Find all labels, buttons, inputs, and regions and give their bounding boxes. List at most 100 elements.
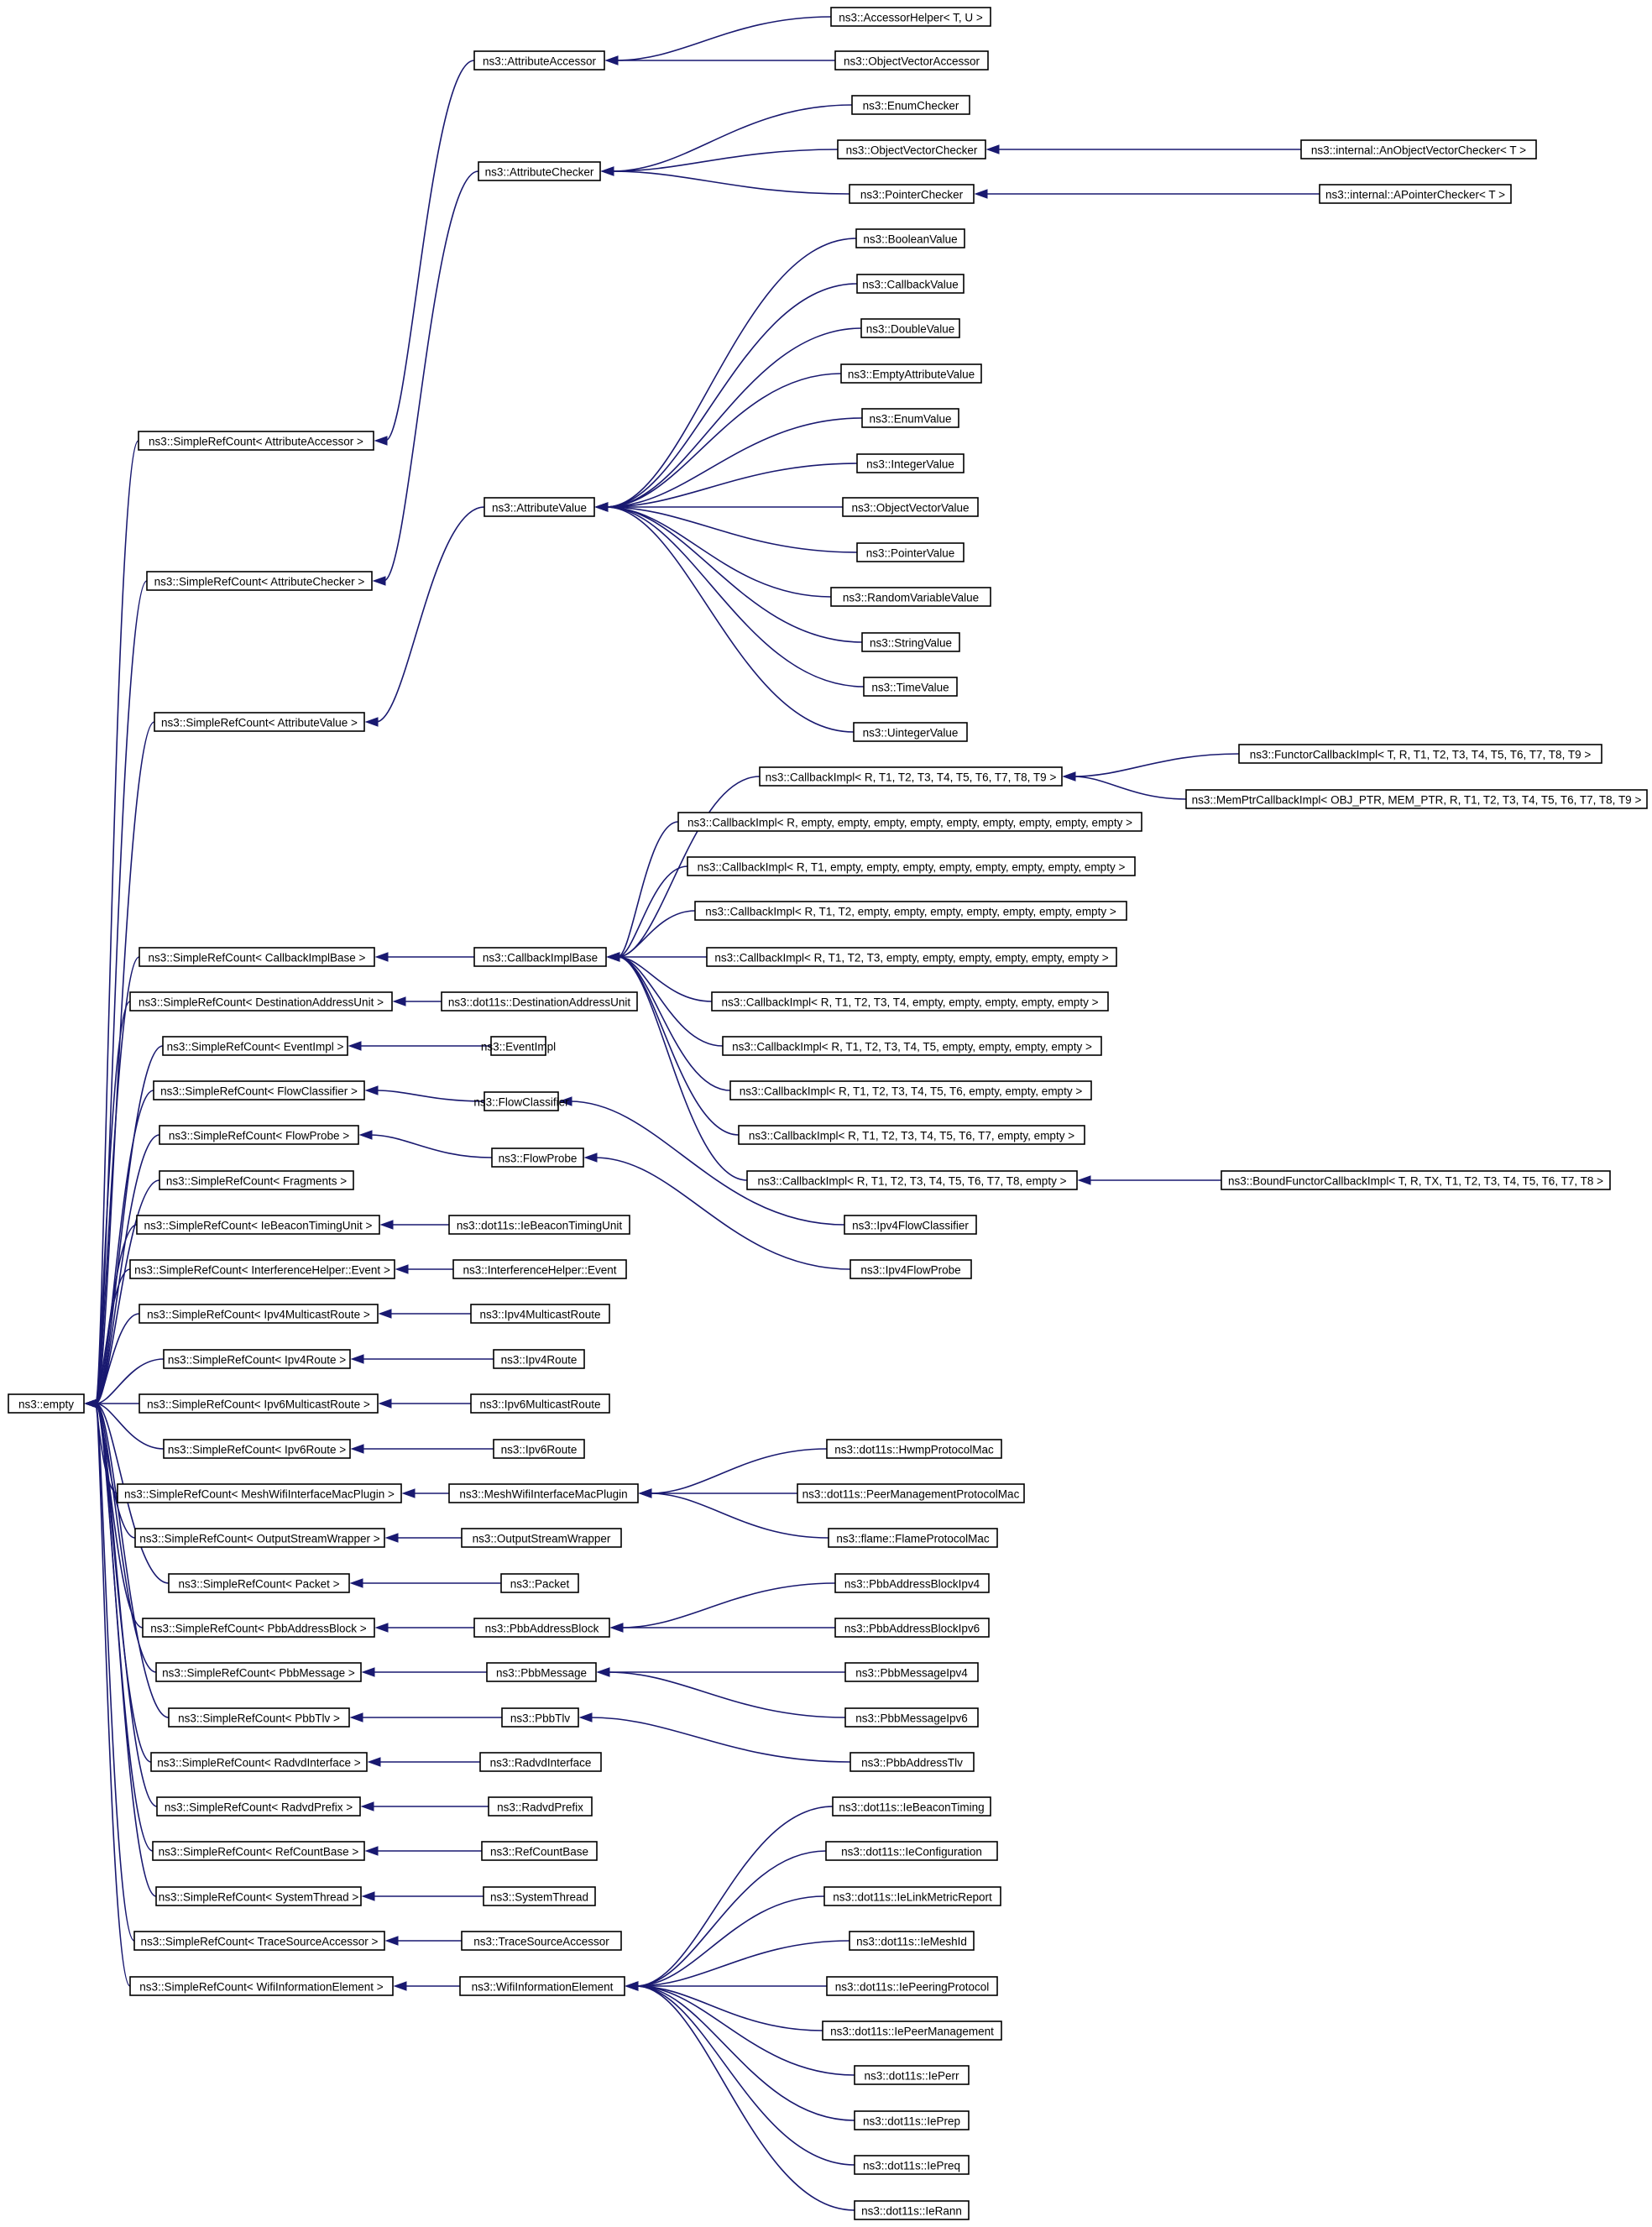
class-node-ns3-meshwifiinterfacemacplugin[interactable]: ns3::MeshWifiInterfaceMacPlugin [448,1483,639,1503]
class-node-ns3-ipv4flowclassifier[interactable]: ns3::Ipv4FlowClassifier [844,1215,977,1235]
class-node-ns3-pointerchecker[interactable]: ns3::PointerChecker [849,184,975,204]
class-node-ns3-objectvectoraccessor[interactable]: ns3::ObjectVectorAccessor [834,50,989,71]
class-node-ns3-pbbmessageipv4[interactable]: ns3::PbbMessageIpv4 [844,1662,979,1682]
class-node-ns3-pbbaddressblockipv4[interactable]: ns3::PbbAddressBlockIpv4 [834,1573,990,1593]
class-node-ns3-callbackimpl-r-t1-t2-t3-empty-empty-empty-empty-empty-empty[interactable]: ns3::CallbackImpl< R, T1, T2, T3, empty,… [706,947,1117,967]
class-node-ns3-radvdprefix[interactable]: ns3::RadvdPrefix [488,1796,593,1817]
class-node-ns3-dot11s-iebeacontiming[interactable]: ns3::dot11s::IeBeaconTiming [832,1796,991,1817]
class-node-ns3-simplerefcount-pbbaddressblock[interactable]: ns3::SimpleRefCount< PbbAddressBlock > [142,1618,375,1638]
class-node-ns3-enumchecker[interactable]: ns3::EnumChecker [851,95,970,115]
class-node-ns3-callbackimpl-r-t1-t2-t3-t4-t5-t6-t7-t8-t9[interactable]: ns3::CallbackImpl< R, T1, T2, T3, T4, T5… [759,766,1063,787]
class-node-ns3-ipv4route[interactable]: ns3::Ipv4Route [493,1349,585,1369]
class-node-ns3-simplerefcount-wifiinformationelement[interactable]: ns3::SimpleRefCount< WifiInformationElem… [129,1976,394,1996]
class-node-ns3-callbackimpl-r-t1-t2-t3-t4-t5-t6-empty-empty-empty[interactable]: ns3::CallbackImpl< R, T1, T2, T3, T4, T5… [729,1080,1092,1100]
class-node-ns3-pbbtlv[interactable]: ns3::PbbTlv [501,1707,579,1728]
class-node-ns3-pbbmessageipv6[interactable]: ns3::PbbMessageIpv6 [844,1707,979,1728]
class-node-ns3-simplerefcount-iebeacontimingunit[interactable]: ns3::SimpleRefCount< IeBeaconTimingUnit … [136,1215,380,1235]
class-node-ns3-dot11s-iepeermanagement[interactable]: ns3::dot11s::IePeerManagement [822,2021,1002,2041]
class-node-ns3-simplerefcount-refcountbase[interactable]: ns3::SimpleRefCount< RefCountBase > [152,1841,365,1861]
class-node-ns3-interferencehelper-event[interactable]: ns3::InterferenceHelper::Event [452,1259,627,1279]
class-node-ns3-empty[interactable]: ns3::empty [8,1393,85,1414]
class-node-ns3-flame-flameprotocolmac[interactable]: ns3::flame::FlameProtocolMac [828,1528,998,1548]
class-node-ns3-simplerefcount-ipv6multicastroute[interactable]: ns3::SimpleRefCount< Ipv6MulticastRoute … [139,1393,379,1414]
class-node-ns3-dot11s-iebeacontimingunit[interactable]: ns3::dot11s::IeBeaconTimingUnit [448,1215,630,1235]
class-node-ns3-simplerefcount-radvdprefix[interactable]: ns3::SimpleRefCount< RadvdPrefix > [156,1796,361,1817]
class-node-ns3-attributevalue[interactable]: ns3::AttributeValue [484,497,595,517]
class-node-ns3-internal-apointerchecker-t[interactable]: ns3::internal::APointerChecker< T > [1319,184,1512,204]
class-node-ns3-flowclassifier[interactable]: ns3::FlowClassifier [473,1091,569,1111]
class-node-ns3-accessorhelper-t-u[interactable]: ns3::AccessorHelper< T, U > [830,7,991,27]
class-node-ns3-simplerefcount-attributeaccessor[interactable]: ns3::SimpleRefCount< AttributeAccessor > [138,431,374,451]
class-node-ns3-callbackimpl-r-t1-t2-t3-t4-t5-t6-t7-empty-empty[interactable]: ns3::CallbackImpl< R, T1, T2, T3, T4, T5… [738,1125,1085,1145]
class-node-ns3-dot11s-ieperr[interactable]: ns3::dot11s::IePerr [854,2065,970,2085]
class-node-ns3-dot11s-ieprep[interactable]: ns3::dot11s::IePrep [854,2110,970,2130]
class-node-ns3-simplerefcount-meshwifiinterfacemacplugin[interactable]: ns3::SimpleRefCount< MeshWifiInterfaceMa… [117,1483,402,1503]
class-node-ns3-memptrcallbackimpl-obj-ptr-mem-ptr-r-t1-t2-t3-t4-t5-t6-t7-t8-t9[interactable]: ns3::MemPtrCallbackImpl< OBJ_PTR, MEM_PT… [1185,789,1648,809]
class-node-ns3-simplerefcount-fragments[interactable]: ns3::SimpleRefCount< Fragments > [159,1170,354,1190]
class-node-ns3-objectvectorchecker[interactable]: ns3::ObjectVectorChecker [837,139,986,159]
class-node-ns3-simplerefcount-attributechecker[interactable]: ns3::SimpleRefCount< AttributeChecker > [146,571,373,591]
class-node-ns3-callbackimpl-r-t1-empty-empty-empty-empty-empty-empty-empty-empty[interactable]: ns3::CallbackImpl< R, T1, empty, empty, … [687,856,1136,876]
class-node-ns3-objectvectorvalue[interactable]: ns3::ObjectVectorValue [842,497,979,517]
class-node-ns3-ipv6route[interactable]: ns3::Ipv6Route [493,1439,585,1459]
class-node-ns3-uintegervalue[interactable]: ns3::UintegerValue [853,722,968,742]
class-node-ns3-callbackimpl-r-t1-t2-t3-t4-t5-empty-empty-empty-empty[interactable]: ns3::CallbackImpl< R, T1, T2, T3, T4, T5… [722,1036,1102,1056]
class-node-ns3-boundfunctorcallbackimpl-t-r-tx-t1-t2-t3-t4-t5-t6-t7-t8[interactable]: ns3::BoundFunctorCallbackImpl< T, R, TX,… [1221,1170,1611,1190]
class-node-ns3-enumvalue[interactable]: ns3::EnumValue [861,408,959,428]
class-node-ns3-timevalue[interactable]: ns3::TimeValue [863,677,958,697]
class-node-ns3-simplerefcount-pbbmessage[interactable]: ns3::SimpleRefCount< PbbMessage > [155,1662,362,1682]
class-node-ns3-simplerefcount-attributevalue[interactable]: ns3::SimpleRefCount< AttributeValue > [154,712,365,732]
class-node-ns3-callbackimplbase[interactable]: ns3::CallbackImplBase [473,947,607,967]
class-node-ns3-simplerefcount-systemthread[interactable]: ns3::SimpleRefCount< SystemThread > [155,1886,362,1906]
class-node-ns3-callbackvalue[interactable]: ns3::CallbackValue [856,274,965,294]
class-node-ns3-integervalue[interactable]: ns3::IntegerValue [856,453,965,473]
class-node-ns3-packet[interactable]: ns3::Packet [500,1573,579,1593]
class-node-ns3-dot11s-ieconfiguration[interactable]: ns3::dot11s::IeConfiguration [825,1841,998,1861]
class-node-ns3-simplerefcount-radvdinterface[interactable]: ns3::SimpleRefCount< RadvdInterface > [150,1752,368,1772]
class-node-ns3-dot11s-iepeeringprotocol[interactable]: ns3::dot11s::IePeeringProtocol [826,1976,998,1996]
class-node-ns3-simplerefcount-flowclassifier[interactable]: ns3::SimpleRefCount< FlowClassifier > [153,1080,365,1100]
class-node-ns3-callbackimpl-r-t1-t2-t3-t4-empty-empty-empty-empty-empty[interactable]: ns3::CallbackImpl< R, T1, T2, T3, T4, em… [711,991,1109,1012]
class-node-ns3-attributechecker[interactable]: ns3::AttributeChecker [478,161,601,181]
class-node-ns3-dot11s-ielinkmetricreport[interactable]: ns3::dot11s::IeLinkMetricReport [823,1886,1001,1906]
class-node-ns3-simplerefcount-ipv4multicastroute[interactable]: ns3::SimpleRefCount< Ipv4MulticastRoute … [139,1304,379,1324]
class-node-ns3-simplerefcount-ipv6route[interactable]: ns3::SimpleRefCount< Ipv6Route > [163,1439,351,1459]
class-node-ns3-doublevalue[interactable]: ns3::DoubleValue [860,318,960,338]
class-node-ns3-attributeaccessor[interactable]: ns3::AttributeAccessor [473,50,605,71]
class-node-ns3-dot11s-iepreq[interactable]: ns3::dot11s::IePreq [854,2155,970,2175]
class-node-ns3-tracesourceaccessor[interactable]: ns3::TraceSourceAccessor [461,1931,622,1951]
class-node-ns3-eventimpl[interactable]: ns3::EventImpl [481,1036,556,1056]
class-node-ns3-flowprobe[interactable]: ns3::FlowProbe [491,1147,584,1168]
class-node-ns3-internal-anobjectvectorchecker-t[interactable]: ns3::internal::AnObjectVectorChecker< T … [1300,139,1537,159]
class-node-ns3-pbbmessage[interactable]: ns3::PbbMessage [486,1662,597,1682]
class-node-ns3-simplerefcount-eventimpl[interactable]: ns3::SimpleRefCount< EventImpl > [162,1036,348,1056]
class-node-ns3-simplerefcount-pbbtlv[interactable]: ns3::SimpleRefCount< PbbTlv > [168,1707,350,1728]
class-node-ns3-outputstreamwrapper[interactable]: ns3::OutputStreamWrapper [461,1528,622,1548]
class-node-ns3-callbackimpl-r-t1-t2-empty-empty-empty-empty-empty-empty-empty[interactable]: ns3::CallbackImpl< R, T1, T2, empty, emp… [694,901,1127,921]
class-node-ns3-dot11s-iemeshid[interactable]: ns3::dot11s::IeMeshId [849,1931,975,1951]
class-node-ns3-simplerefcount-callbackimplbase[interactable]: ns3::SimpleRefCount< CallbackImplBase > [139,947,375,967]
class-node-ns3-dot11s-ierann[interactable]: ns3::dot11s::IeRann [854,2200,970,2220]
class-node-ns3-refcountbase[interactable]: ns3::RefCountBase [481,1841,598,1861]
class-node-ns3-simplerefcount-packet[interactable]: ns3::SimpleRefCount< Packet > [168,1573,350,1593]
class-node-ns3-simplerefcount-interferencehelper-event[interactable]: ns3::SimpleRefCount< InterferenceHelper:… [129,1259,395,1279]
class-node-ns3-stringvalue[interactable]: ns3::StringValue [861,632,960,652]
class-node-ns3-booleanvalue[interactable]: ns3::BooleanValue [855,228,965,248]
class-node-ns3-radvdinterface[interactable]: ns3::RadvdInterface [479,1752,602,1772]
class-node-ns3-pbbaddressblock[interactable]: ns3::PbbAddressBlock [473,1618,610,1638]
class-node-ns3-simplerefcount-destinationaddressunit[interactable]: ns3::SimpleRefCount< DestinationAddressU… [129,991,393,1012]
class-node-ns3-pointervalue[interactable]: ns3::PointerValue [856,542,965,562]
class-node-ns3-emptyattributevalue[interactable]: ns3::EmptyAttributeValue [840,363,982,384]
class-node-ns3-ipv6multicastroute[interactable]: ns3::Ipv6MulticastRoute [470,1393,610,1414]
class-node-ns3-pbbaddresstlv[interactable]: ns3::PbbAddressTlv [850,1752,975,1772]
class-node-ns3-simplerefcount-ipv4route[interactable]: ns3::SimpleRefCount< Ipv4Route > [163,1349,351,1369]
class-node-ns3-dot11s-peermanagementprotocolmac[interactable]: ns3::dot11s::PeerManagementProtocolMac [797,1483,1025,1503]
class-node-ns3-wifiinformationelement[interactable]: ns3::WifiInformationElement [459,1976,625,1996]
class-node-ns3-simplerefcount-flowprobe[interactable]: ns3::SimpleRefCount< FlowProbe > [159,1125,359,1145]
class-node-ns3-systemthread[interactable]: ns3::SystemThread [483,1886,596,1906]
class-node-ns3-dot11s-destinationaddressunit[interactable]: ns3::dot11s::DestinationAddressUnit [441,991,638,1012]
class-node-ns3-callbackimpl-r-empty-empty-empty-empty-empty-empty-empty-empty-empty[interactable]: ns3::CallbackImpl< R, empty, empty, empt… [677,812,1142,832]
class-node-ns3-randomvariablevalue[interactable]: ns3::RandomVariableValue [830,587,991,607]
class-node-ns3-functorcallbackimpl-t-r-t1-t2-t3-t4-t5-t6-t7-t8-t9[interactable]: ns3::FunctorCallbackImpl< T, R, T1, T2, … [1238,744,1602,764]
class-node-ns3-ipv4multicastroute[interactable]: ns3::Ipv4MulticastRoute [470,1304,610,1324]
